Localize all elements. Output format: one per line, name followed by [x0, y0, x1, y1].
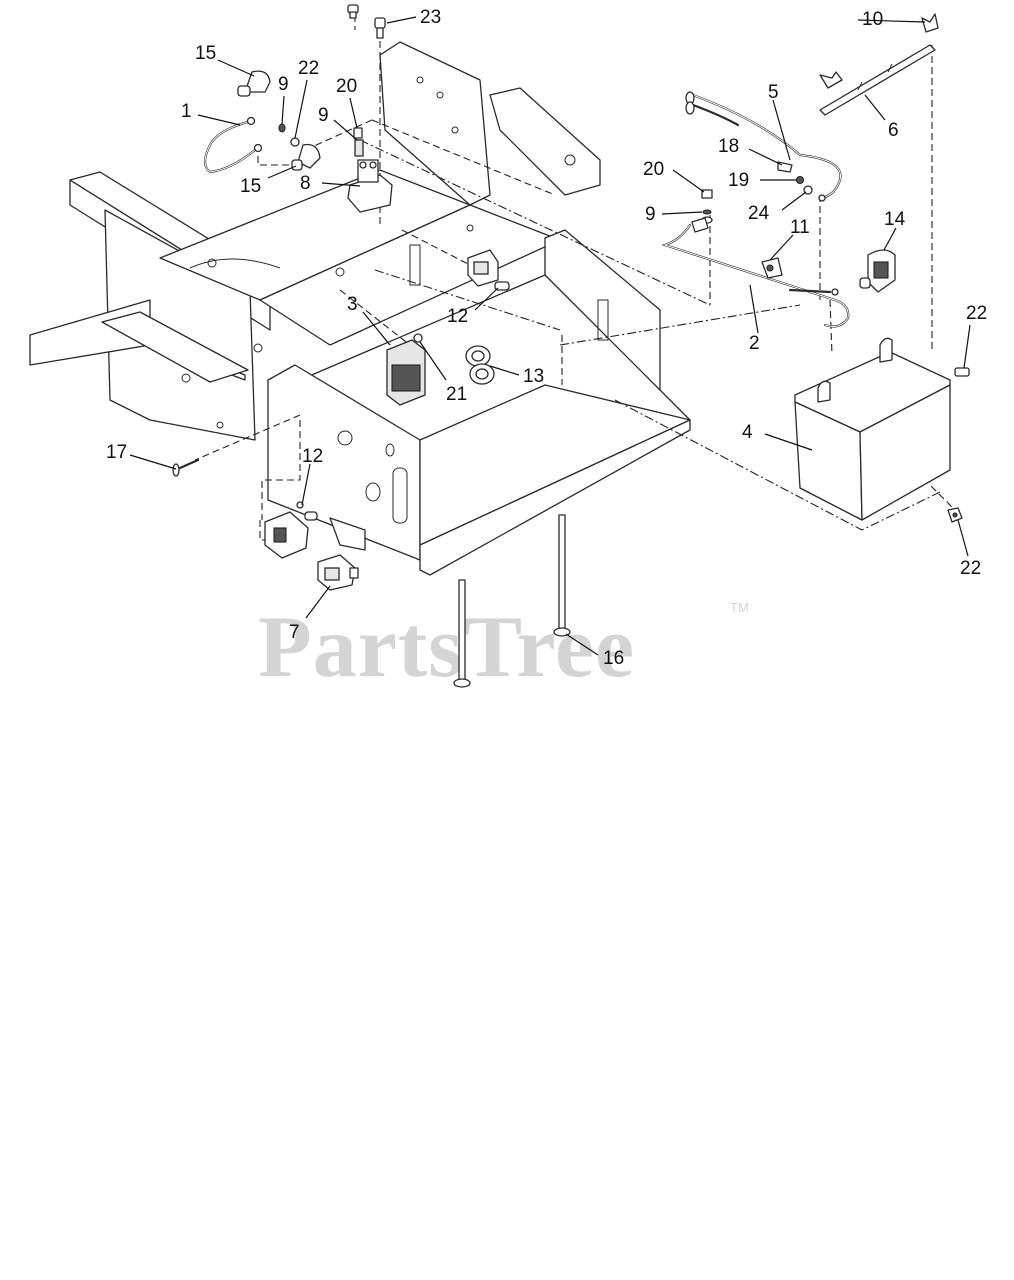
part-bolt-22b — [954, 367, 970, 377]
callout-9b: 9 — [645, 204, 656, 225]
frame-assembly — [29, 41, 691, 576]
callout-17: 17 — [106, 442, 127, 463]
callout-8: 8 — [300, 173, 311, 194]
part-bolt-top — [347, 4, 359, 19]
callout-15a: 15 — [195, 43, 216, 64]
watermark-text: PartsTree — [258, 599, 635, 696]
part-bar-6 — [819, 44, 936, 116]
part-bolt-23 — [374, 17, 386, 39]
part-cable-5 — [685, 91, 842, 200]
callout-20b: 20 — [643, 159, 664, 180]
part-screw-21 — [413, 333, 423, 343]
part-wingnut-10 — [921, 13, 939, 33]
part-module-3 — [386, 339, 426, 406]
watermark: PartsTree TM — [258, 599, 749, 696]
leader-lines — [129, 16, 971, 656]
callout-2: 2 — [749, 333, 760, 354]
part-cable-1 — [203, 116, 263, 174]
part-solenoid-8 — [347, 139, 393, 213]
assembly-lines — [194, 15, 956, 541]
part-relay-12b — [264, 501, 318, 559]
part-nut-22c — [947, 507, 963, 523]
part-washer-9c — [818, 194, 826, 202]
callout-7: 7 — [289, 622, 300, 643]
part-washer-9a — [278, 123, 286, 133]
callout-21: 21 — [446, 384, 467, 405]
part-rod-16b — [553, 514, 571, 637]
part-bushing-13 — [465, 345, 495, 385]
callout-22c: 22 — [960, 558, 981, 579]
part-washer-19 — [795, 175, 805, 185]
callout-23: 23 — [420, 7, 441, 28]
callout-13: 13 — [523, 366, 544, 387]
part-screw-20a — [353, 127, 363, 139]
callout-9c: 9 — [318, 105, 329, 126]
part-battery-4 — [794, 337, 951, 521]
part-switch-7 — [317, 554, 359, 591]
part-screw-17 — [172, 458, 200, 477]
callout-22a: 22 — [298, 58, 319, 79]
callout-9a: 9 — [278, 74, 289, 95]
callout-11: 11 — [790, 217, 810, 238]
callout-1: 1 — [181, 101, 192, 122]
callout-24: 24 — [748, 203, 770, 224]
watermark-trademark: TM — [730, 600, 749, 615]
callout-4: 4 — [742, 422, 753, 443]
callout-20a: 20 — [336, 76, 357, 97]
callout-12a: 12 — [447, 306, 468, 327]
part-clamp-11 — [761, 257, 783, 279]
part-relay-12a — [467, 249, 510, 291]
callout-14: 14 — [884, 209, 906, 230]
callout-12b: 12 — [302, 446, 323, 467]
callout-18: 18 — [718, 136, 739, 157]
callout-19: 19 — [728, 170, 749, 191]
callout-15b: 15 — [240, 176, 261, 197]
callout-5: 5 — [768, 82, 779, 103]
part-boot-14 — [859, 249, 896, 293]
callout-10: 10 — [862, 9, 883, 30]
part-nut-22a — [290, 137, 300, 147]
part-rod-16a — [453, 579, 471, 688]
part-cable-2 — [661, 217, 850, 328]
part-screw-20b — [701, 189, 713, 199]
part-boot-15a — [237, 70, 271, 97]
callout-6: 6 — [888, 120, 899, 141]
callout-3: 3 — [347, 294, 358, 315]
part-boot-15b — [291, 143, 321, 171]
callout-22b: 22 — [966, 303, 987, 324]
callout-16: 16 — [603, 648, 624, 669]
callout-labels: 15 1 9 22 20 9 15 8 23 10 5 6 18 19 24 2… — [106, 7, 987, 669]
